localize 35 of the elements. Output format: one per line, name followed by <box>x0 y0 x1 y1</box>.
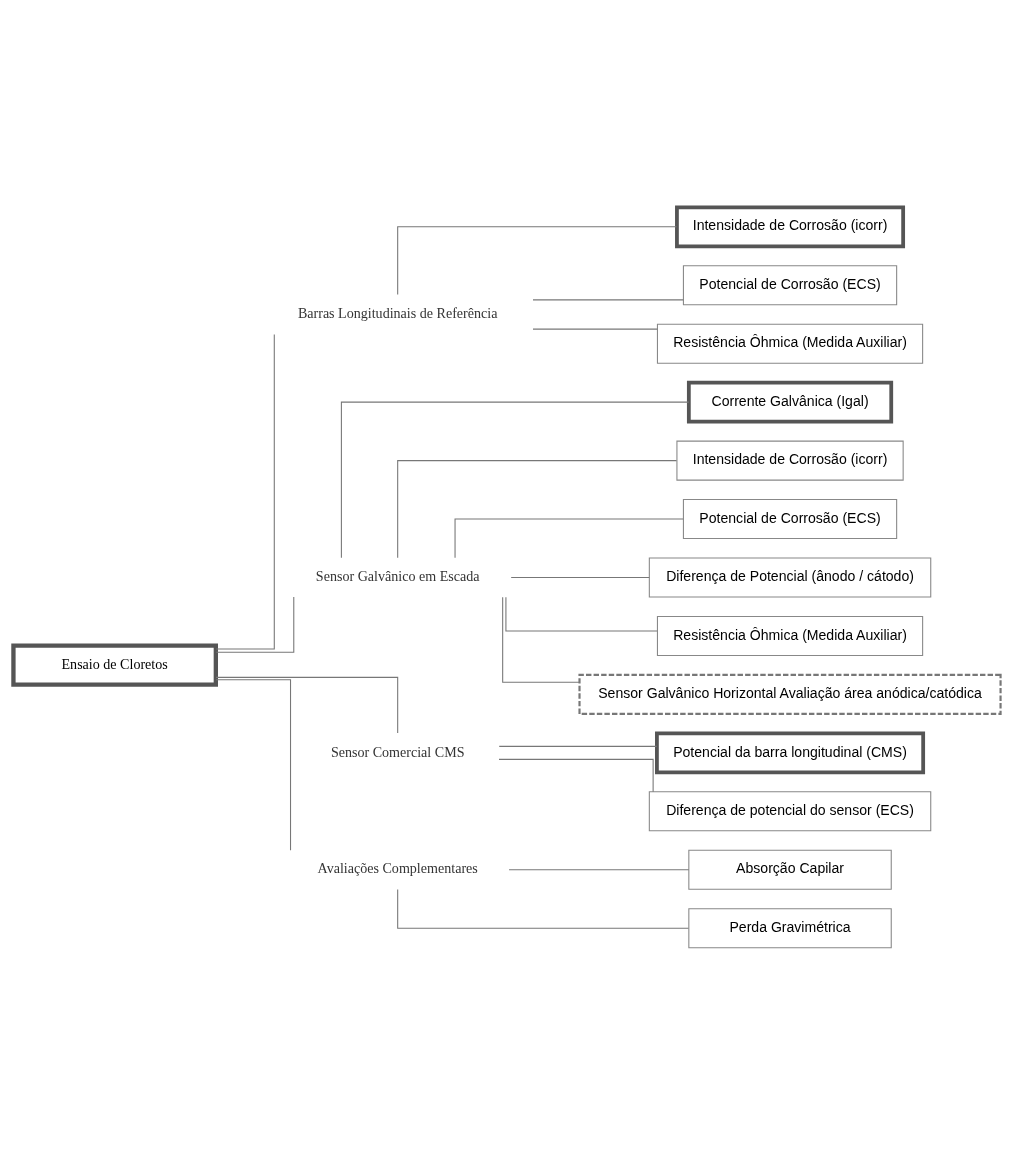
connector <box>531 298 684 300</box>
connector <box>498 745 657 747</box>
node-box: Absorção Capilar <box>687 849 892 890</box>
node-text: Avaliações Complementares <box>317 859 478 876</box>
node-box: Potencial de Corrosão (ECS) <box>682 264 897 305</box>
node-box: Diferença de potencial do sensor (ECS) <box>648 790 931 831</box>
node-box: Potencial da barra longitudinal (CMS) <box>654 730 925 774</box>
connector <box>454 518 684 558</box>
node-box: Diferença de Potencial (ânodo / cátodo) <box>648 557 931 597</box>
connector <box>504 596 658 632</box>
node-box: Sensor Galvânico Horizontal Avaliação área anódica/catódica <box>577 673 1002 715</box>
connector <box>531 328 658 330</box>
connector <box>215 333 275 649</box>
node-box: Potencial de Corrosão (ECS) <box>682 498 897 539</box>
connector <box>501 596 580 683</box>
connector <box>215 596 294 653</box>
connector <box>396 225 677 295</box>
node-box: Intensidade de Corrosão (icorr) <box>675 440 904 481</box>
node-text: Barras Longitudinais de Referência <box>297 304 497 321</box>
node-text: Sensor Comercial CMS <box>330 743 464 760</box>
node-box: Resistência Ôhmica (Medida Auxiliar) <box>656 615 923 656</box>
connector <box>497 758 654 792</box>
connector <box>215 676 398 734</box>
connector <box>214 678 291 851</box>
connector <box>340 401 689 558</box>
node-box: Ensaio de Cloretos <box>10 643 218 687</box>
connector <box>396 459 677 558</box>
connector <box>508 868 689 870</box>
connector <box>396 888 689 929</box>
connector <box>510 576 650 578</box>
node-box: Intensidade de Corrosão (icorr) <box>674 204 905 248</box>
node-box: Resistência Ôhmica (Medida Auxiliar) <box>656 323 923 364</box>
node-text: Sensor Galvânico em Escada <box>315 567 479 584</box>
node-box: Perda Gravimétrica <box>687 907 892 948</box>
node-box: Corrente Galvânica (Igal) <box>686 380 893 424</box>
